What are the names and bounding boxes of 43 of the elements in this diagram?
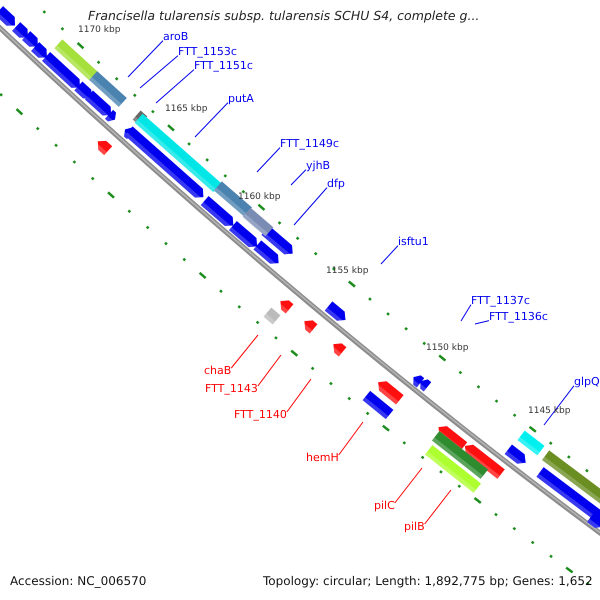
scale-label: 1155 kbp bbox=[326, 266, 368, 276]
gene-label: FTT_1137c bbox=[471, 295, 530, 308]
leader-line bbox=[460, 304, 472, 322]
gene-label: hemH bbox=[306, 452, 339, 465]
leader-line bbox=[194, 102, 228, 138]
leader-line bbox=[256, 147, 280, 172]
scale-label: 1145 kbp bbox=[528, 406, 570, 416]
leader-line bbox=[424, 490, 452, 524]
gene-label: aroB bbox=[163, 31, 188, 44]
gene-label: FTT_1143 bbox=[205, 383, 258, 396]
gene-label: glpQ bbox=[574, 376, 600, 389]
leader-line bbox=[544, 385, 574, 426]
info-text: Topology: circular; Length: 1,892,775 bp; Genes: 1,652 bbox=[263, 575, 593, 589]
gene-label: FTT_1151c bbox=[194, 60, 253, 73]
gene-label: yjhB bbox=[306, 160, 330, 173]
scale-label: 1150 kbp bbox=[426, 343, 468, 354]
gene-label: FTT_1140 bbox=[234, 409, 287, 422]
gene-label: putA bbox=[228, 93, 254, 106]
leader-line bbox=[286, 378, 312, 412]
leader-line bbox=[294, 187, 328, 226]
gene-label: FTT_1136c bbox=[489, 311, 548, 324]
gene-label: pilC bbox=[374, 500, 395, 513]
leader-line bbox=[128, 40, 164, 78]
title: Francisella tularensis subsp. tularensis SCHU S4, complete g... bbox=[88, 9, 480, 24]
gene-label: dfp bbox=[327, 178, 345, 191]
leader-line bbox=[257, 354, 282, 386]
leader-line bbox=[474, 320, 490, 324]
gene-label: isftu1 bbox=[398, 236, 429, 249]
leader-line bbox=[394, 468, 422, 504]
gene-label: pilB bbox=[404, 521, 425, 534]
leader-line bbox=[230, 334, 258, 368]
gene-label: FTT_1153c bbox=[178, 46, 237, 59]
scale-label: 1165 kbp bbox=[165, 104, 208, 114]
gene-label: FTT_1149c bbox=[280, 138, 339, 151]
info-text: Accession: NC_006570 bbox=[10, 575, 146, 589]
scale-label: 1160 kbp bbox=[238, 192, 280, 202]
leader-line bbox=[156, 69, 194, 104]
leader-line bbox=[380, 245, 398, 264]
leader-line bbox=[290, 169, 306, 186]
leader-line bbox=[140, 55, 178, 88]
leader-line bbox=[338, 422, 364, 456]
gene-label: chaB bbox=[204, 365, 232, 378]
scale-label: 1170 kbp bbox=[78, 25, 120, 36]
